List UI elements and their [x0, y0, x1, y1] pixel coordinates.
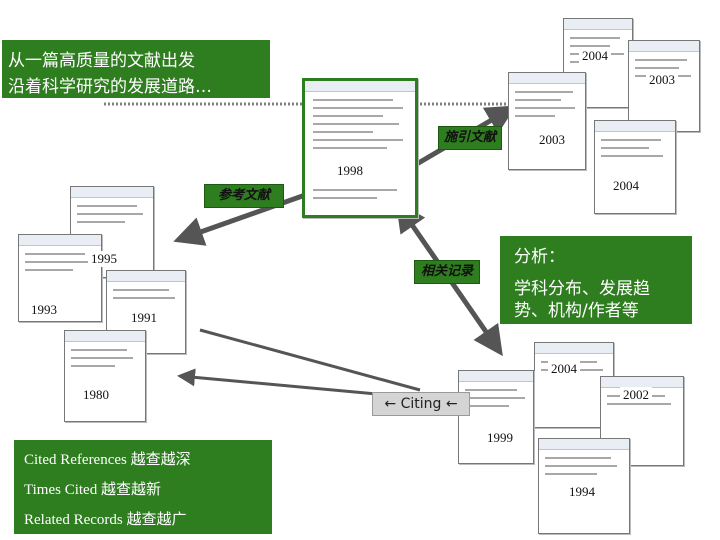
doc-reference-1980	[64, 330, 146, 422]
analysis-heading: 分析：	[514, 247, 565, 267]
year-label: 2003	[646, 72, 678, 88]
summary-related-records: Related Records 越查越广	[24, 512, 187, 528]
summary-times-cited: Times Cited 越查越新	[24, 482, 161, 498]
tag-citing-articles: 施引文献	[438, 126, 502, 150]
year-label: 2004	[610, 178, 642, 194]
year-label: 1995	[88, 251, 120, 267]
year-label-center: 1998	[334, 163, 366, 179]
title-box: 从一篇高质量的文献出发 沿着科学研究的发展道路…	[2, 40, 270, 98]
year-label: 2002	[620, 387, 652, 403]
citing-button[interactable]: ← Citing ←	[372, 392, 470, 416]
doc-citing-4	[594, 120, 676, 214]
analysis-line-2: 学科分布、发展趋	[514, 279, 650, 299]
bottom-summary-box: Cited References 越查越深 Times Cited 越查越新 R…	[14, 440, 272, 534]
year-label: 1993	[28, 302, 60, 318]
citing-label: Citing	[400, 396, 442, 412]
year-label: 2004	[548, 361, 580, 377]
doc-center-1998	[302, 78, 418, 218]
analysis-line-3: 势、机构/作者等	[514, 301, 639, 321]
arrow-related-bidirectional	[395, 201, 503, 357]
year-label: 2004	[579, 48, 611, 64]
doc-citing-3	[508, 72, 586, 170]
title-line-1: 从一篇高质量的文献出发	[8, 51, 195, 71]
title-line-2: 沿着科学研究的发展道路…	[8, 77, 212, 97]
year-label: 1991	[128, 310, 160, 326]
year-label: 1994	[566, 484, 598, 500]
tag-references: 参考文献	[204, 184, 284, 208]
tag-related-records: 相关记录	[414, 260, 480, 284]
year-label: 2003	[536, 132, 568, 148]
arrow-left-icon: ←	[445, 396, 458, 412]
year-label: 1999	[484, 430, 516, 446]
analysis-box: 分析： 学科分布、发展趋 势、机构/作者等	[500, 236, 692, 324]
doc-related-1999	[458, 370, 534, 464]
line-to-1991	[199, 328, 421, 392]
summary-cited-references: Cited References 越查越深	[24, 452, 191, 468]
arrow-left-icon: ←	[384, 396, 397, 412]
year-label: 1980	[80, 387, 112, 403]
